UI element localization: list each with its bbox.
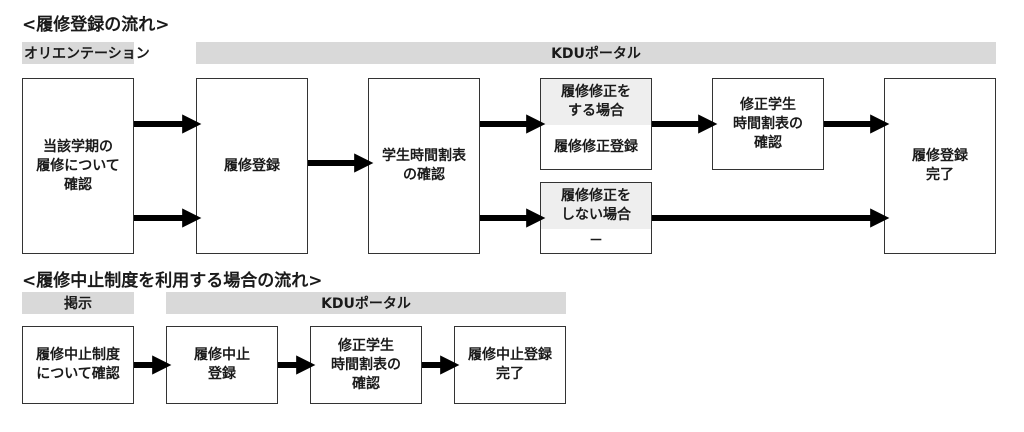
box-check-timetable: 学生時間割表 の確認: [368, 78, 480, 254]
box-check-semester-registration: 当該学期の 履修について 確認: [22, 78, 134, 254]
box-withdrawal-complete: 履修中止登録 完了: [454, 326, 566, 404]
box-check-modified-timetable-2: 修正学生 時間割表の 確認: [310, 326, 422, 404]
band-kdu-portal-2: KDUポータル: [166, 292, 566, 314]
modify-case-header: 履修修正を する場合: [541, 79, 651, 125]
modify-case-body: 履修修正登録: [554, 138, 638, 155]
box-check-withdrawal-system: 履修中止制度 について確認: [22, 326, 134, 404]
no-modify-case-body: －: [589, 232, 603, 249]
flow-title-withdrawal: <履修中止制度を利用する場合の流れ>: [22, 271, 323, 291]
band-orientation: オリエンテーション: [22, 42, 150, 64]
flow-title-registration: <履修登録の流れ>: [22, 15, 170, 35]
band-notice: 掲示: [22, 292, 134, 314]
no-modify-case-header: 履修修正を しない場合: [541, 183, 651, 229]
band-kdu-portal: KDUポータル: [196, 42, 996, 64]
box-withdrawal-registration: 履修中止 登録: [166, 326, 278, 404]
box-registration-complete: 履修登録 完了: [884, 78, 996, 254]
box-modify-case: 履修修正を する場合 履修修正登録: [540, 78, 652, 170]
box-no-modify-case: 履修修正を しない場合 －: [540, 182, 652, 254]
box-course-registration: 履修登録: [196, 78, 308, 254]
